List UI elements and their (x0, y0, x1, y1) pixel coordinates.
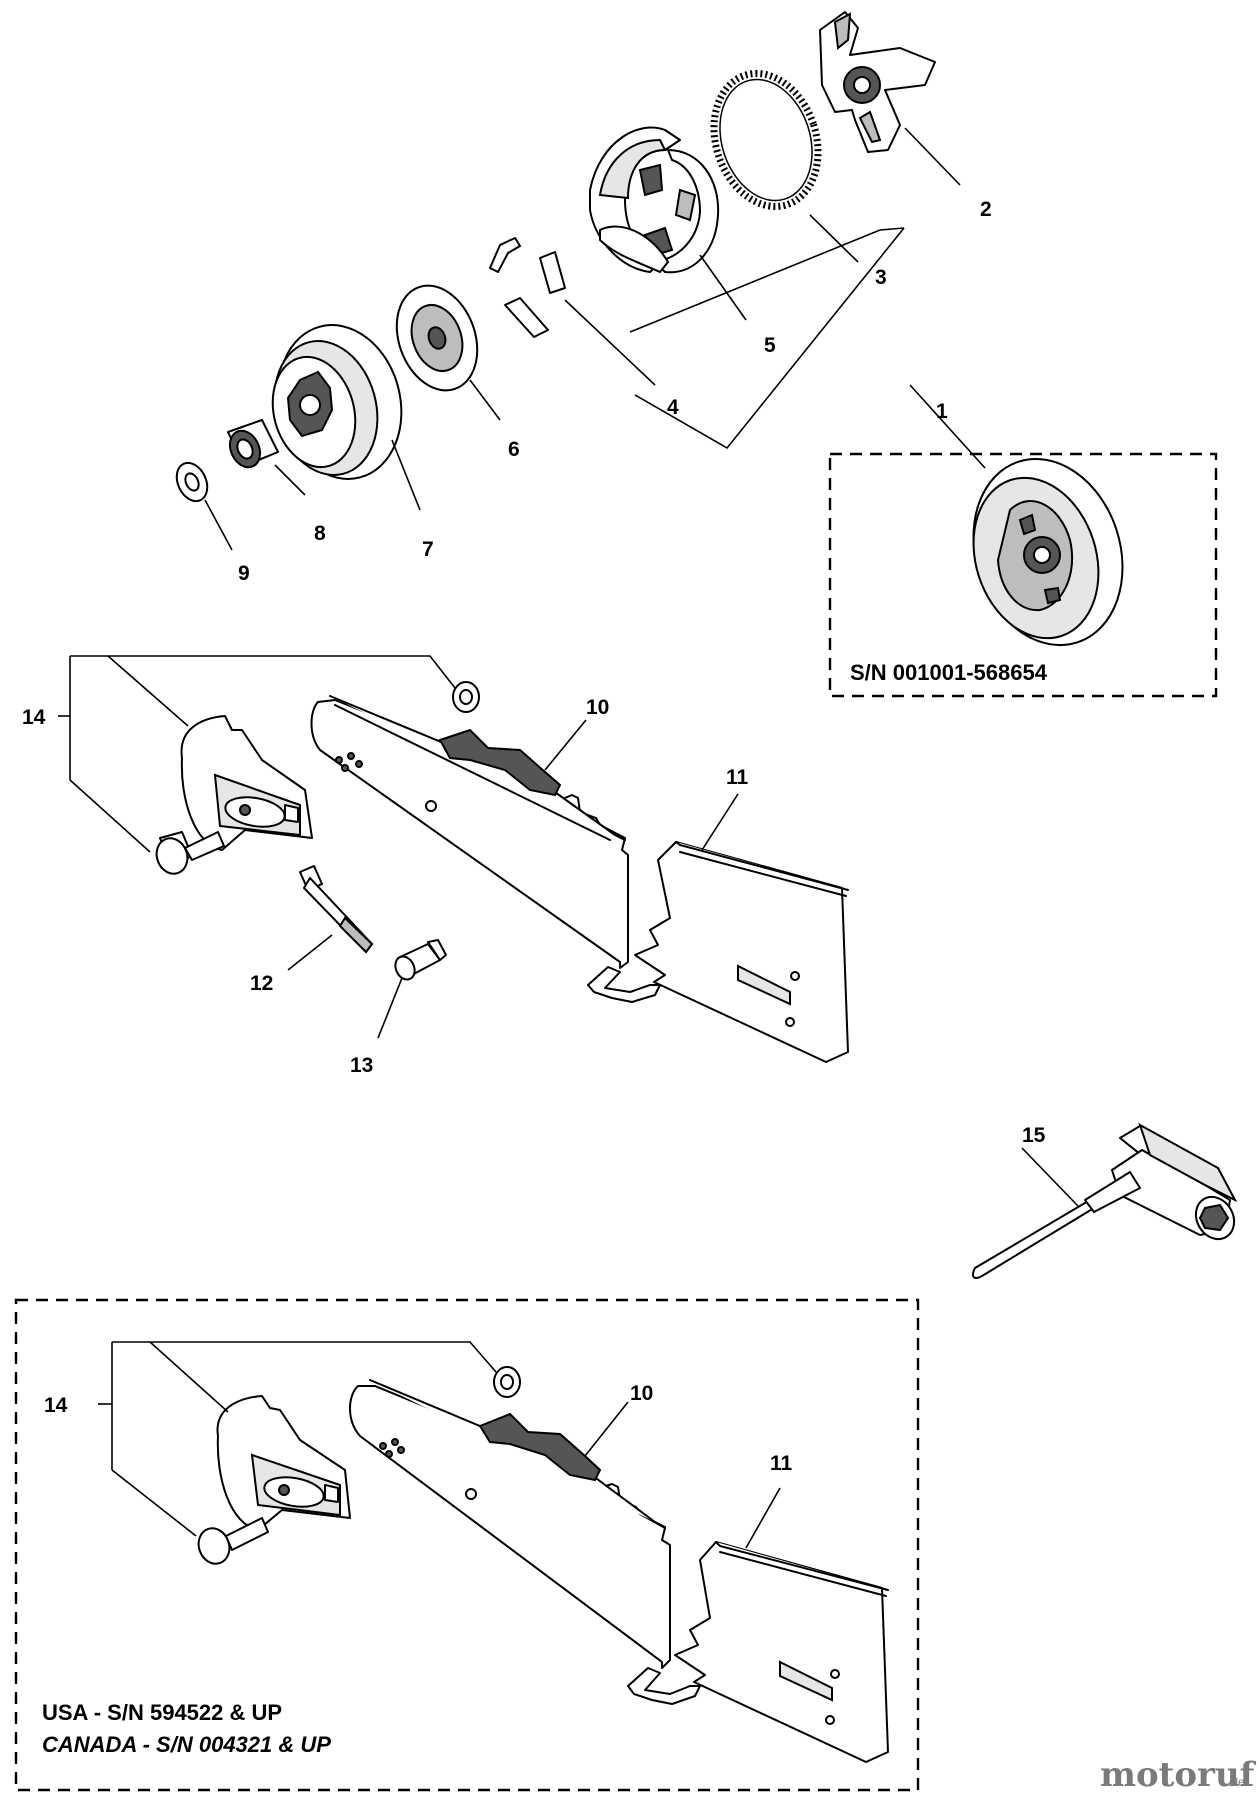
guide-plate-part (180, 715, 313, 851)
small-washer-part (175, 461, 209, 503)
callout-6: 6 (508, 438, 520, 461)
needle-bearing-part (227, 419, 279, 469)
guide-bar-part-b (349, 1379, 701, 1705)
callout-14-b: 14 (44, 1394, 68, 1417)
serial-range-canada: CANADA - S/N 004321 & UP (42, 1732, 331, 1757)
usa-canada-box (14, 1298, 920, 1792)
flange-nut-part-b (493, 1366, 521, 1398)
callout-13: 13 (350, 1054, 373, 1077)
serial-range-clutch: S/N 001001-568654 (850, 660, 1048, 685)
long-screw-part (299, 865, 374, 954)
serial-variant-box (828, 452, 1218, 698)
bar-leaders-b (98, 1341, 781, 1549)
callout-5: 5 (764, 334, 776, 357)
scrench-tool-part (972, 1122, 1238, 1279)
callout-10: 10 (586, 696, 609, 719)
bar-rear-section-part-b (674, 1541, 889, 1763)
clutch-drum-part (271, 324, 403, 480)
callout-9: 9 (238, 562, 250, 585)
callout-11-b: 11 (770, 1452, 793, 1475)
bolt-part (155, 831, 225, 875)
callout-1: 1 (936, 400, 948, 423)
flange-nut-part (452, 681, 480, 713)
callout-8: 8 (314, 522, 326, 545)
guide-bar-part (310, 695, 661, 1003)
callout-14: 14 (22, 706, 46, 729)
clutch-hub-part (819, 11, 936, 153)
callout-7: 7 (422, 538, 434, 561)
bar-rear-section-part (634, 841, 849, 1063)
serial-range-usa: USA - S/N 594522 & UP (42, 1700, 282, 1725)
bar-leaders (58, 655, 1079, 1207)
guide-plate-part-b (216, 1395, 351, 1531)
callout-11: 11 (726, 766, 749, 789)
clutch-variant-part (972, 457, 1124, 647)
bolt-part-b (197, 1517, 269, 1565)
logo-suffix: .de (1228, 1775, 1245, 1789)
site-logo: motoruf .de (1100, 1755, 1257, 1795)
clip-part (489, 237, 566, 338)
callout-labels: 1 2 3 4 5 6 7 8 9 10 11 12 13 14 15 10 1… (22, 198, 1046, 1475)
callout-12: 12 (250, 972, 273, 995)
washer-plate-part (395, 284, 479, 392)
callout-3: 3 (875, 266, 887, 289)
callout-4: 4 (667, 396, 679, 419)
callout-10-b: 10 (630, 1382, 653, 1405)
callout-15: 15 (1022, 1124, 1046, 1147)
adjuster-pin-part (394, 939, 447, 981)
clutch-shoe-part (589, 126, 720, 274)
callout-2: 2 (980, 198, 992, 221)
logo-text: motoruf (1100, 1755, 1257, 1795)
